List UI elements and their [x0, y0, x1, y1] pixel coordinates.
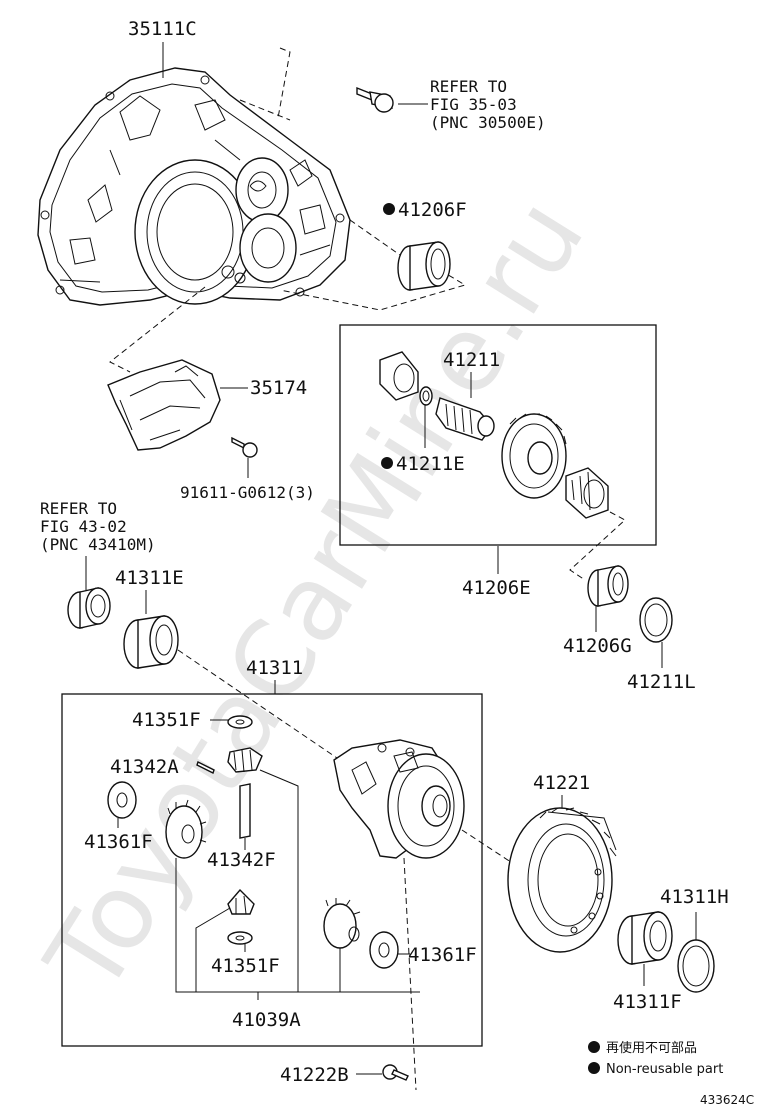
label-41311E: 41311E: [115, 567, 184, 589]
driven-gear[interactable]: [501, 413, 567, 499]
label-41211L: 41211L: [627, 671, 696, 693]
label-41351F-top: 41351F: [132, 709, 201, 731]
label-41342A: 41342A: [110, 756, 179, 778]
pinion-gear-top[interactable]: [227, 747, 263, 773]
ref2-line3: (PNC 43410M): [40, 535, 156, 554]
legend-en: Non-reusable part: [606, 1062, 723, 1077]
label-41311F: 41311F: [613, 991, 682, 1013]
washer-41351F-bottom[interactable]: [227, 931, 253, 945]
legend-dot-jp: [588, 1041, 600, 1053]
shim-41311H[interactable]: [677, 939, 715, 993]
side-gear-left[interactable]: [165, 799, 207, 859]
shim-41211L[interactable]: [639, 597, 673, 643]
ref2-line2: FIG 43-02: [40, 517, 127, 536]
catalog-code: 433624C: [700, 1093, 754, 1107]
bearing-41311F[interactable]: [617, 911, 673, 965]
ring-gear-41221[interactable]: [507, 807, 617, 953]
thrust-washer-41361F-left[interactable]: [107, 781, 137, 819]
bearing-41311E[interactable]: [123, 615, 179, 669]
transaxle-case-35111C[interactable]: [37, 67, 351, 306]
bearing-cone-right[interactable]: [565, 467, 609, 519]
drive-pinion-41211[interactable]: [435, 397, 495, 441]
label-41351F-bottom: 41351F: [211, 955, 280, 977]
differential-case[interactable]: [333, 739, 465, 859]
bolt-91611-G0612[interactable]: [231, 436, 258, 458]
bearing-cup-41206G[interactable]: [587, 565, 629, 607]
side-gear-right[interactable]: [323, 898, 361, 949]
cover-35174[interactable]: [107, 359, 221, 451]
label-41206F: 41206F: [398, 199, 467, 221]
label-35111C: 35111C: [128, 18, 197, 40]
label-41211E: 41211E: [396, 453, 465, 475]
label-41311H: 41311H: [660, 886, 729, 908]
label-41211: 41211: [443, 349, 500, 371]
spacer-ring-41211E[interactable]: [419, 386, 433, 406]
label-41039A: 41039A: [232, 1009, 301, 1031]
legend-jp: 再使用不可部品: [606, 1040, 697, 1056]
case-bolt[interactable]: [356, 86, 394, 113]
label-91611-G0612: 91611-G0612(3): [180, 483, 315, 502]
kit-box-41311: [61, 693, 483, 1047]
non-reusable-dot-41211E: [381, 457, 393, 469]
ref1-line2: FIG 35-03: [430, 95, 517, 114]
label-41342F: 41342F: [207, 849, 276, 871]
pinion-gear-bottom[interactable]: [227, 888, 255, 915]
ref2-line1: REFER TO: [40, 499, 117, 518]
label-41221: 41221: [533, 772, 590, 794]
ref1-line3: (PNC 30500E): [430, 113, 546, 132]
thrust-washer-41361F-right[interactable]: [369, 931, 399, 969]
legend-dot-en: [588, 1062, 600, 1074]
label-41206E: 41206E: [462, 577, 531, 599]
label-41361F-left: 41361F: [84, 831, 153, 853]
label-41222B: 41222B: [280, 1064, 349, 1086]
bolt-41222B[interactable]: [382, 1064, 409, 1081]
shaft-41342F[interactable]: [239, 783, 251, 839]
kit-box-41206E: [339, 324, 657, 546]
pin-41342A[interactable]: [196, 761, 215, 774]
oil-seal[interactable]: [67, 587, 111, 629]
label-41311: 41311: [246, 657, 303, 679]
ref1-line1: REFER TO: [430, 77, 507, 96]
bearing-cup-41206F[interactable]: [397, 241, 451, 291]
label-41361F-right: 41361F: [408, 944, 477, 966]
washer-41351F-top[interactable]: [227, 715, 253, 729]
non-reusable-dot-41206F: [383, 203, 395, 215]
label-35174: 35174: [250, 377, 307, 399]
label-41206G: 41206G: [563, 635, 632, 657]
bearing-cone-left[interactable]: [379, 351, 419, 401]
